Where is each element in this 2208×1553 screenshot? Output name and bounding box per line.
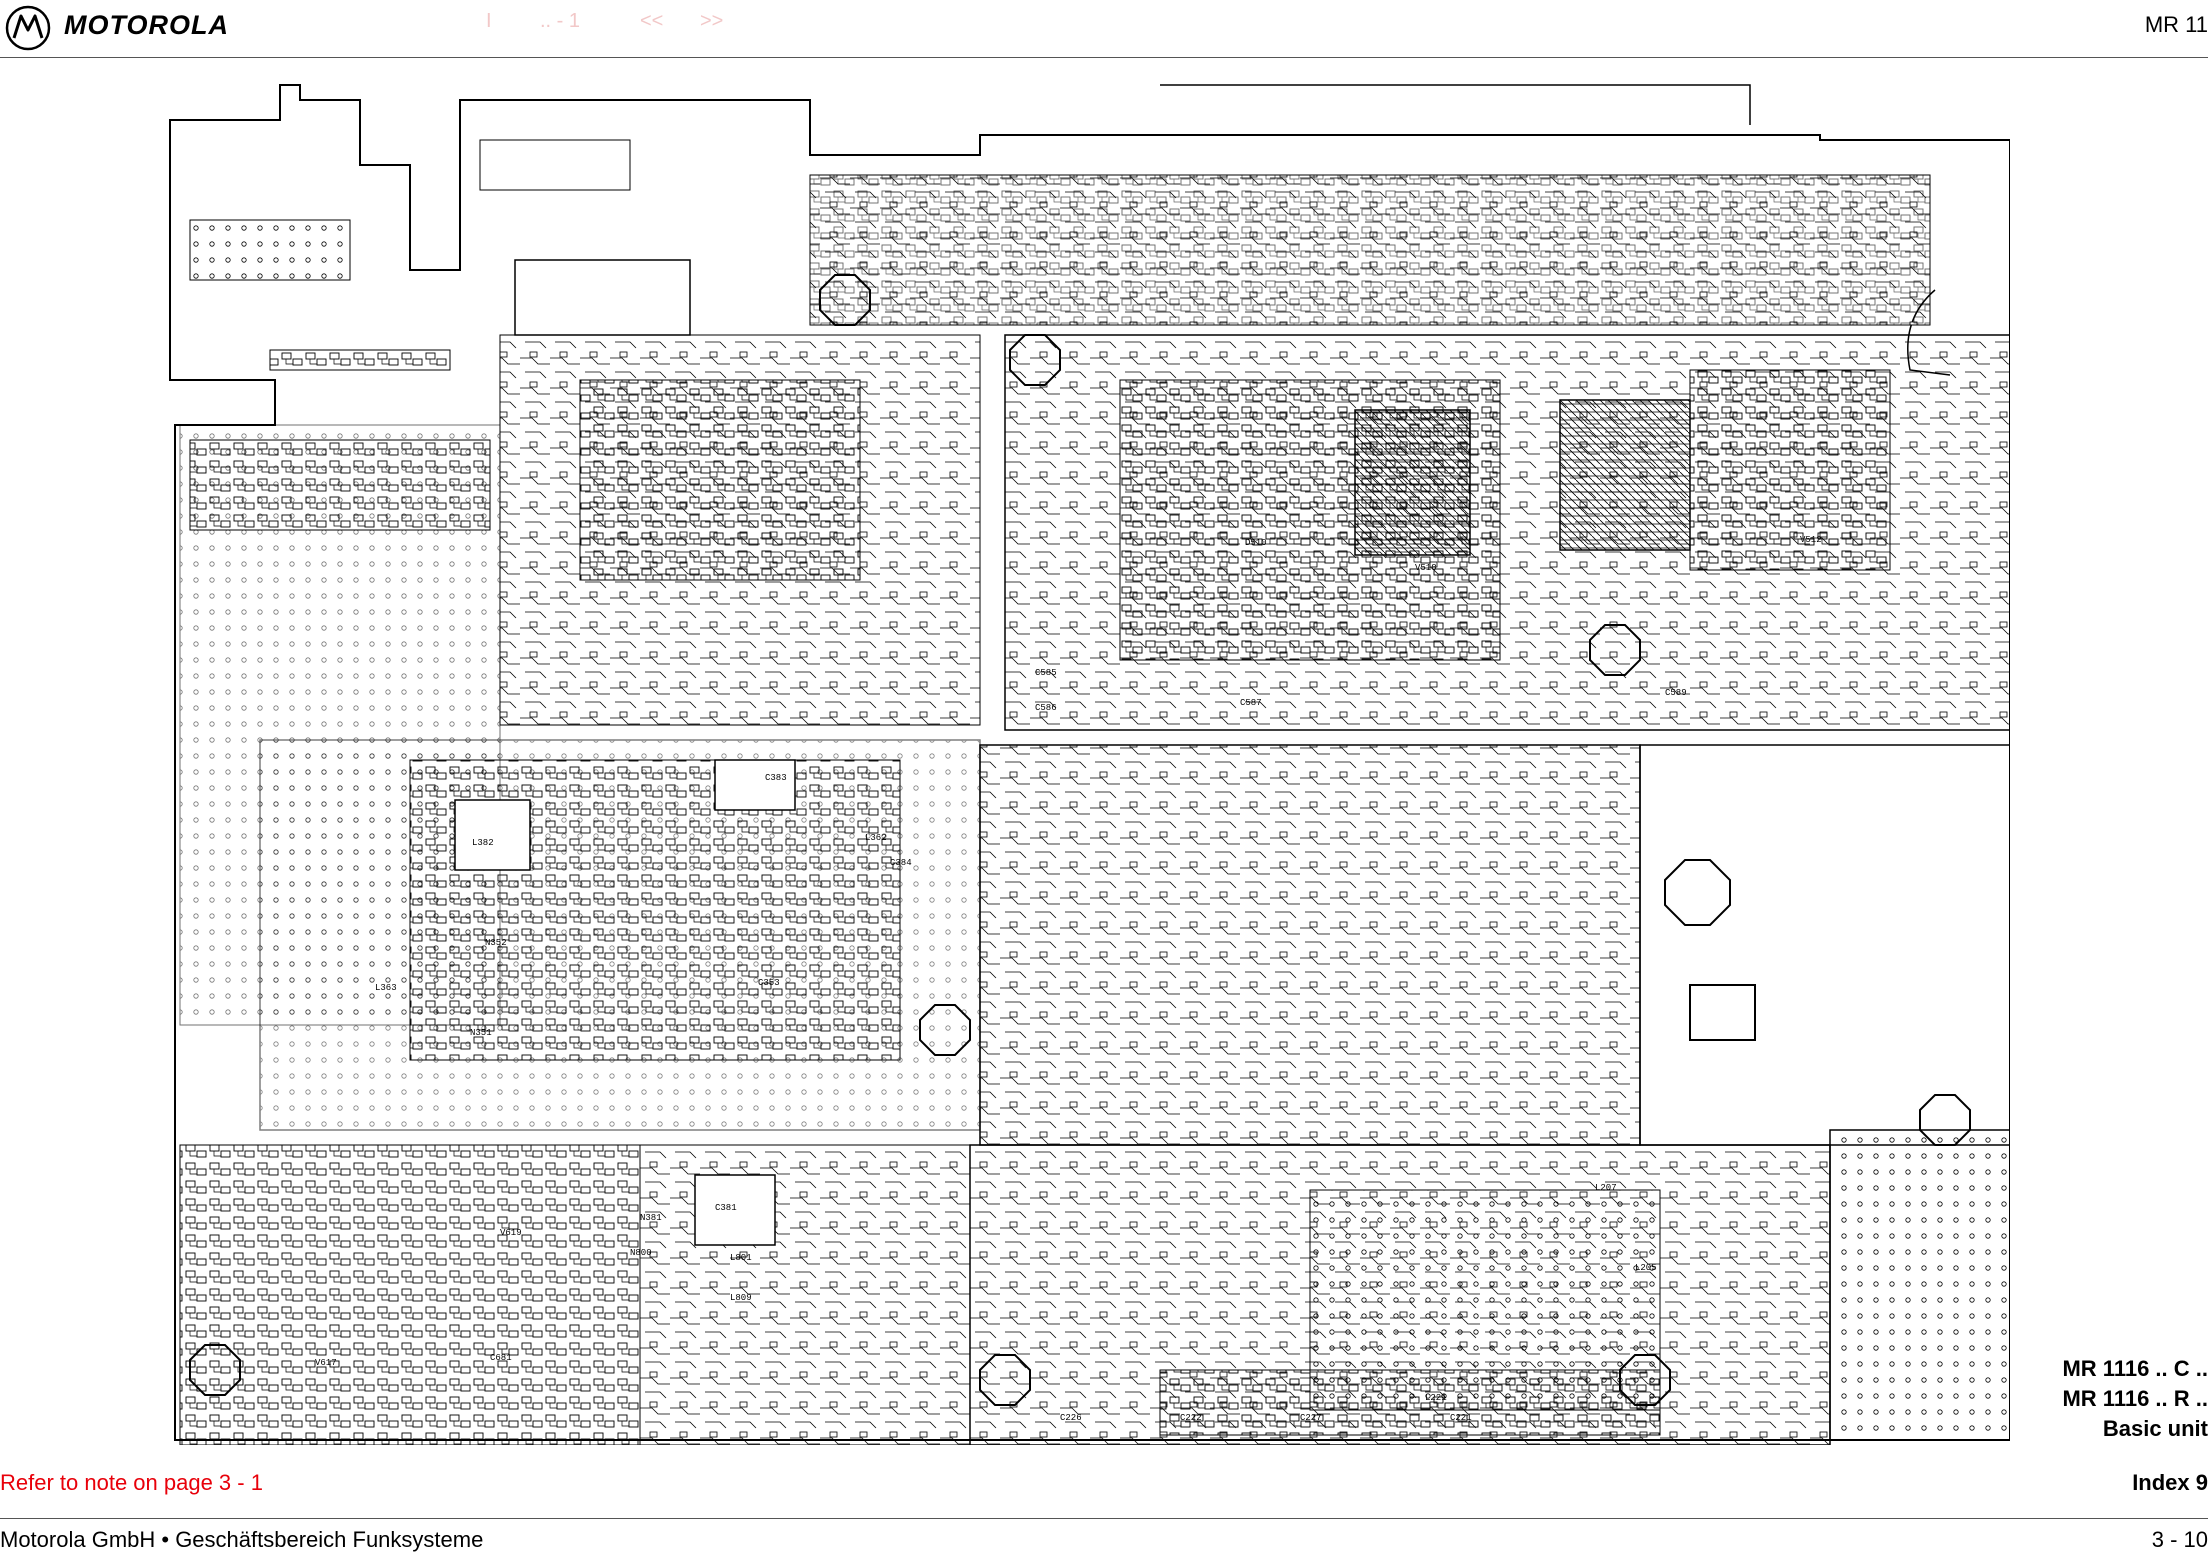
nav-first-link[interactable]: I [486, 10, 492, 32]
label-C585: C585 [1035, 668, 1057, 678]
footer-divider [0, 1518, 2208, 1519]
label-L809: L809 [730, 1293, 752, 1303]
label-C222: C222 [1180, 1413, 1202, 1423]
label-L382: L382 [472, 838, 494, 848]
label-C589: C589 [1665, 688, 1687, 698]
label-V512: V512 [1800, 535, 1822, 545]
label-N352: N352 [485, 938, 507, 948]
nav-index-link[interactable]: .. - 1 [540, 10, 581, 32]
pcb-layout-drawing: C383 L382 L362 C384 N352 N351 C353 L363 … [169, 84, 2010, 1445]
label-V619: V619 [500, 1228, 522, 1238]
caption-model-c: MR 1116 .. C .. [2062, 1356, 2208, 1381]
nav-next-link[interactable]: >> [700, 10, 724, 32]
label-L801: L801 [730, 1253, 752, 1263]
label-V518: V518 [1415, 563, 1437, 573]
label-L221: L221 [1425, 1393, 1447, 1403]
header-divider [0, 57, 2208, 58]
board-caption: MR 1116 .. C .. MR 1116 .. R .. Basic un… [2062, 1354, 2208, 1444]
label-C227: C227 [1300, 1413, 1322, 1423]
label-C381: C381 [715, 1203, 737, 1213]
label-L205: L205 [1635, 1263, 1657, 1273]
caption-basic-unit: Basic unit [2102, 1416, 2208, 1441]
label-V617: V617 [315, 1358, 337, 1368]
label-C226: C226 [1060, 1413, 1082, 1423]
nav-prev-link[interactable]: << [640, 10, 664, 32]
label-D510: D510 [1245, 538, 1267, 548]
brand-name: MOTOROLA [64, 10, 229, 40]
label-C353: C353 [758, 978, 780, 988]
label-L362: L362 [865, 833, 887, 843]
label-N800: N800 [630, 1248, 652, 1258]
label-L363: L363 [375, 983, 397, 993]
label-C586: C586 [1035, 703, 1057, 713]
page-header: MOTOROLA I .. - 1 << >> MR 11 [0, 0, 2208, 58]
label-N351: N351 [470, 1028, 492, 1038]
label-C383: C383 [765, 773, 787, 783]
caption-model-r: MR 1116 .. R .. [2062, 1386, 2208, 1411]
label-C681: C681 [490, 1353, 512, 1363]
model-label: MR 11 [2144, 12, 2208, 37]
label-C221: C221 [1450, 1413, 1472, 1423]
index-label: Index 9 [2132, 1470, 2208, 1495]
motorola-logo-icon [5, 5, 51, 51]
footer-page-number: 3 - 10 [2151, 1527, 2208, 1552]
refer-note-link[interactable]: Refer to note on page 3 - 1 [0, 1470, 263, 1495]
label-L207: L207 [1595, 1183, 1617, 1193]
footer-company: Motorola GmbH • Geschäftsbereich Funksys… [0, 1527, 484, 1552]
label-C587: C587 [1240, 698, 1262, 708]
label-C384: C384 [890, 858, 912, 868]
label-N381: N381 [640, 1213, 662, 1223]
